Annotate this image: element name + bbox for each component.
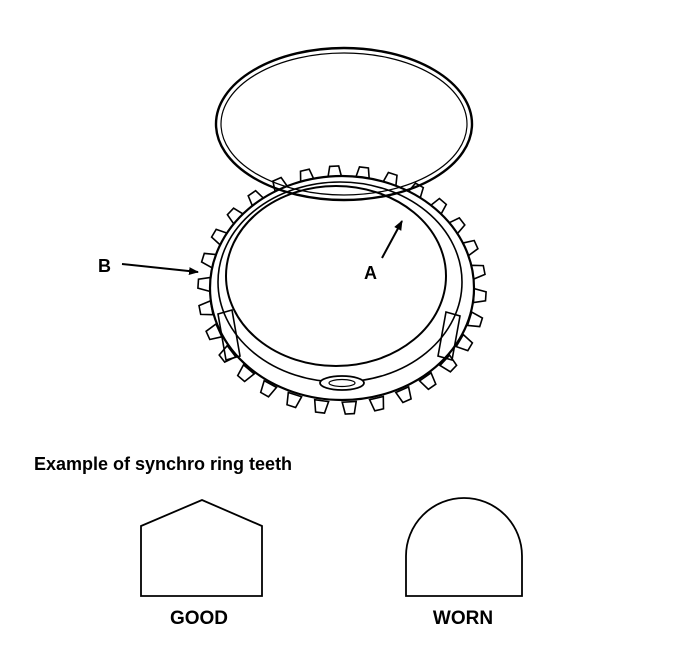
callout-a-arrow bbox=[381, 220, 403, 259]
callout-a-label: A bbox=[364, 263, 377, 283]
synchro-ring-window bbox=[319, 375, 365, 391]
synchro-ring-inner-bore bbox=[225, 185, 447, 367]
synchro-ring-slot-left bbox=[217, 308, 241, 362]
synchro-ring-tooth bbox=[286, 391, 303, 409]
synchro-ring-tooth bbox=[418, 371, 437, 391]
good-tooth-shape bbox=[140, 499, 263, 597]
wire-ring-inner-edge bbox=[220, 52, 468, 196]
worn-tooth-label: WORN bbox=[433, 608, 493, 629]
synchro-ring-slot-right bbox=[437, 310, 461, 362]
synchro-ring-tooth bbox=[472, 287, 487, 304]
worn-tooth-shape bbox=[405, 497, 523, 597]
callout-b-label: B bbox=[98, 256, 111, 276]
synchro-ring-tooth bbox=[259, 379, 278, 398]
synchro-ring-tooth bbox=[341, 400, 358, 415]
synchro-ring-tooth bbox=[394, 385, 413, 404]
synchro-ring-tooth bbox=[368, 395, 385, 412]
synchro-ring-tooth bbox=[236, 363, 256, 383]
section-title: Example of synchro ring teeth bbox=[34, 454, 292, 474]
wire-ring bbox=[214, 46, 474, 202]
synchro-ring-tooth bbox=[313, 398, 330, 414]
synchro-ring-window-inner bbox=[328, 378, 356, 388]
callout-b-arrow bbox=[121, 263, 199, 276]
synchro-ring-tooth bbox=[197, 276, 212, 293]
synchro-ring bbox=[197, 165, 487, 415]
good-tooth-label: GOOD bbox=[170, 608, 228, 629]
